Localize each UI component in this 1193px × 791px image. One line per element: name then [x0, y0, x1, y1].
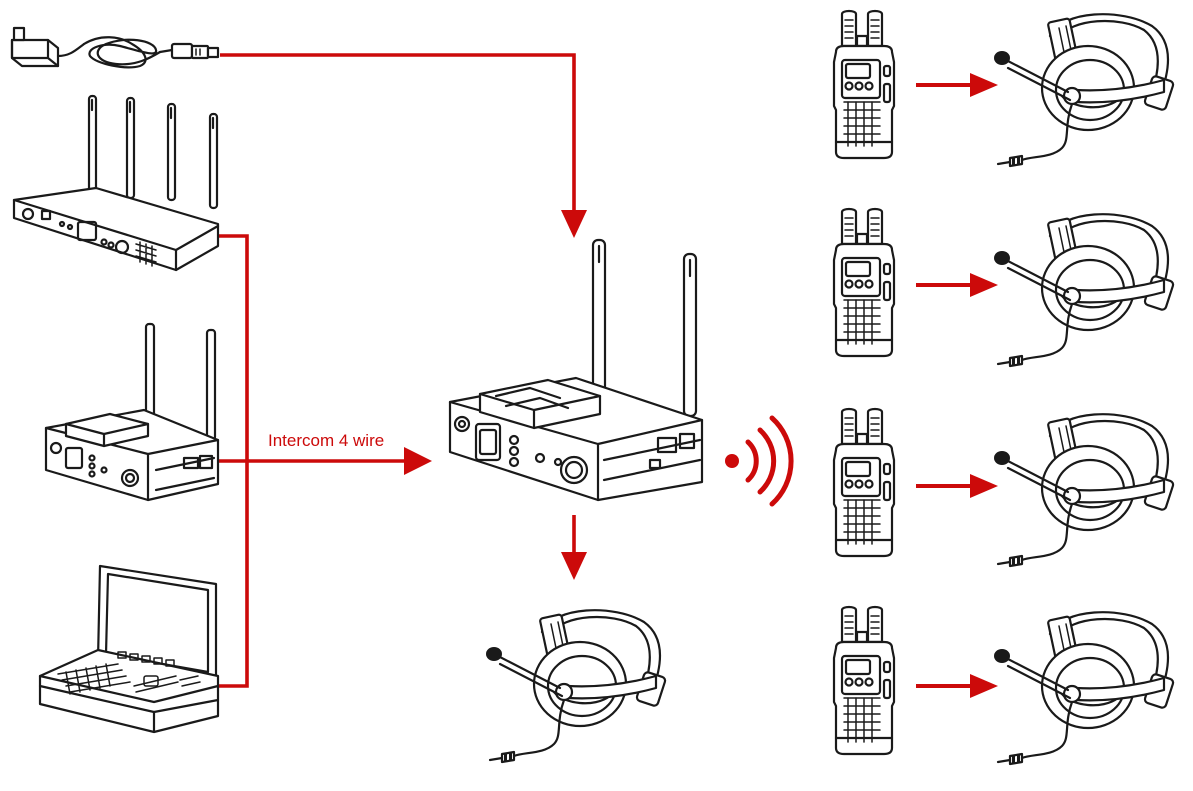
headset-output-arrowhead: [561, 552, 587, 580]
beltpack-icon: [832, 605, 896, 756]
beltpack-arrow: [914, 271, 1000, 299]
headset-icon: [992, 413, 1176, 568]
headset-icon: [992, 611, 1176, 766]
wired-headset-icon: [484, 609, 668, 764]
power-adapter-icon: [10, 26, 220, 69]
beltpack-icon: [832, 407, 896, 558]
two-antenna-base-station-icon: [44, 322, 220, 502]
signal-wires: [218, 53, 587, 688]
base-station-with-battery-plate-icon: [448, 238, 704, 502]
four-antenna-base-station-icon: [12, 94, 220, 272]
beltpack-arrow: [914, 472, 1000, 500]
beltpack-row-3: [832, 407, 1176, 568]
beltpack-icon: [832, 9, 896, 160]
beltpack-arrow: [914, 672, 1000, 700]
power-wire: [220, 53, 576, 218]
beltpack-arrow: [914, 71, 1000, 99]
headset-icon: [992, 13, 1176, 168]
power-arrowhead: [561, 210, 587, 238]
headset-icon: [992, 213, 1176, 368]
beltpack-icon: [832, 207, 896, 358]
connection-label: Intercom 4 wire: [268, 431, 384, 450]
video-switcher-console-icon: [38, 564, 220, 734]
beltpack-row-4: [832, 605, 1176, 766]
wireless-signal-icon: [725, 415, 794, 507]
bus-arrowhead: [404, 447, 432, 475]
beltpack-row-2: [832, 207, 1176, 368]
beltpack-row-1: [832, 9, 1176, 168]
